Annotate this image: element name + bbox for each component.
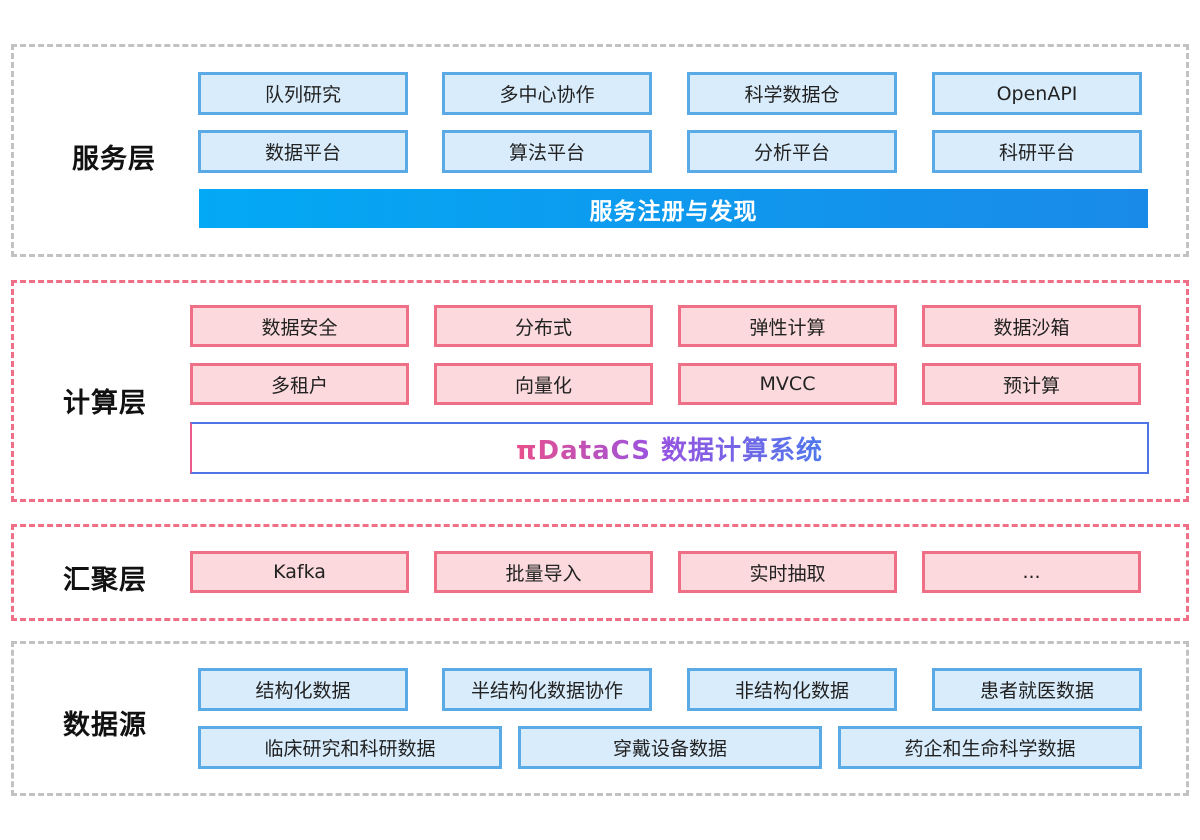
aggregation-box-realtime-extract: 实时抽取 — [678, 551, 897, 593]
datacs-system-bar: πDataCS 数据计算系统 — [190, 422, 1149, 474]
datacs-system-label: πDataCS 数据计算系统 — [516, 430, 823, 467]
service-box-analysis-platform: 分析平台 — [687, 130, 897, 173]
service-registry-bar: 服务注册与发现 — [199, 189, 1148, 228]
source-box-patient-visit: 患者就医数据 — [932, 668, 1142, 711]
service-box-data-platform: 数据平台 — [198, 130, 408, 173]
service-box-algorithm-platform: 算法平台 — [442, 130, 652, 173]
data-source-layer-title: 数据源 — [63, 710, 147, 741]
source-box-pharma-life-science: 药企和生命科学数据 — [838, 726, 1142, 769]
compute-box-distributed: 分布式 — [434, 305, 653, 347]
source-box-wearable-device: 穿戴设备数据 — [518, 726, 822, 769]
compute-box-mvcc: MVCC — [678, 363, 897, 405]
compute-box-data-security: 数据安全 — [190, 305, 409, 347]
compute-box-vectorized: 向量化 — [434, 363, 653, 405]
service-box-data-warehouse: 科学数据仓 — [687, 72, 897, 115]
compute-box-multi-tenant: 多租户 — [190, 363, 409, 405]
aggregation-box-kafka: Kafka — [190, 551, 409, 593]
compute-layer — [11, 280, 1189, 502]
aggregation-box-batch-import: 批量导入 — [434, 551, 653, 593]
source-box-unstructured: 非结构化数据 — [687, 668, 897, 711]
service-layer-title: 服务层 — [72, 144, 156, 175]
aggregation-layer-title: 汇聚层 — [63, 565, 147, 596]
service-box-openapi: OpenAPI — [932, 72, 1142, 115]
data-source-layer — [11, 641, 1189, 796]
aggregation-layer — [11, 524, 1189, 621]
compute-box-precompute: 预计算 — [922, 363, 1141, 405]
source-box-semi-structured: 半结构化数据协作 — [442, 668, 652, 711]
compute-box-data-sandbox: 数据沙箱 — [922, 305, 1141, 347]
service-box-research-platform: 科研平台 — [932, 130, 1142, 173]
compute-layer-title: 计算层 — [63, 388, 147, 419]
service-layer — [11, 44, 1189, 257]
source-box-structured: 结构化数据 — [198, 668, 408, 711]
aggregation-box-more: ... — [922, 551, 1141, 593]
service-box-multi-center: 多中心协作 — [442, 72, 652, 115]
compute-box-elastic-compute: 弹性计算 — [678, 305, 897, 347]
service-box-cohort-research: 队列研究 — [198, 72, 408, 115]
source-box-clinical-research: 临床研究和科研数据 — [198, 726, 502, 769]
